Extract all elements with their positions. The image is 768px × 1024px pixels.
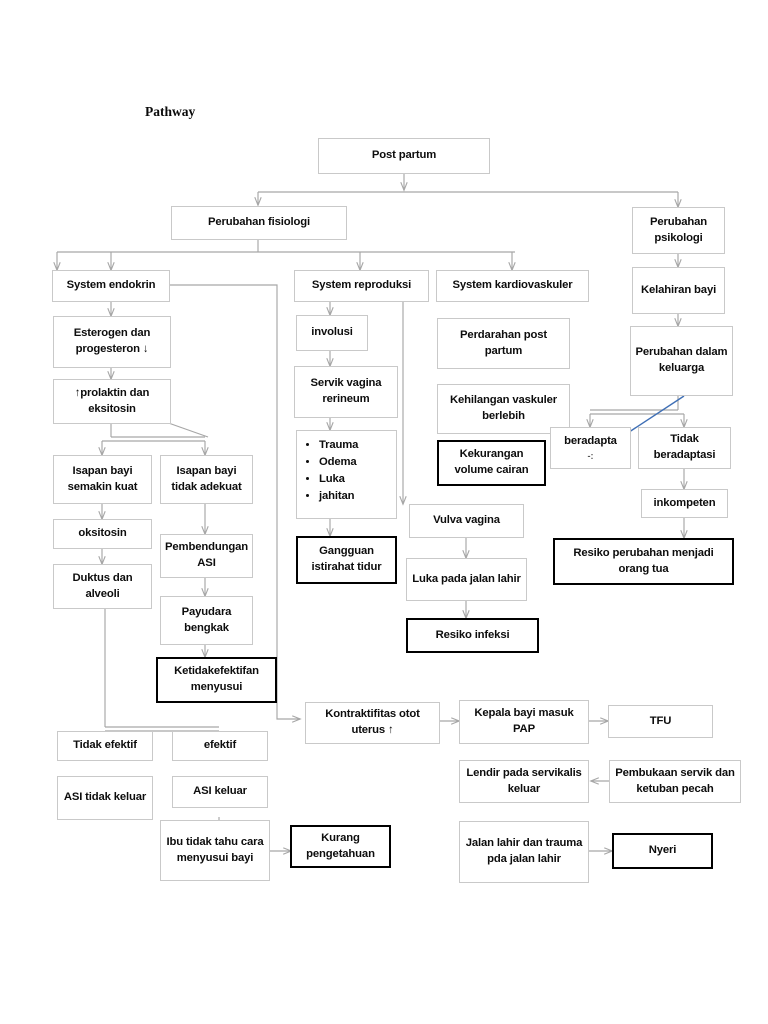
node-tidak-efektif[interactable]: Tidak efektif <box>57 731 153 761</box>
node-lendir-pada-servikalis-keluar[interactable]: Lendir pada servikalis keluar <box>459 760 589 803</box>
node-nyeri[interactable]: Nyeri <box>612 833 713 869</box>
node-payudara-bengkak[interactable]: Payudara bengkak <box>160 596 253 645</box>
node-kelahiran-bayi[interactable]: Kelahiran bayi <box>632 267 725 314</box>
page-title: Pathway <box>145 104 196 119</box>
node-trauma-odema-luka-jahitan[interactable]: Trauma Odema Luka jahitan <box>296 430 397 519</box>
node-pembukaan-servik-ketuban-pecah[interactable]: Pembukaan servik dan ketuban pecah <box>609 760 741 803</box>
node-involusi[interactable]: involusi <box>296 315 368 351</box>
node-vulva-vagina[interactable]: Vulva vagina <box>409 504 524 538</box>
list-item: jahitan <box>319 488 392 505</box>
node-kehilangan-vaskuler[interactable]: Kehilangan vaskuler berlebih <box>437 384 570 434</box>
node-beradaptasi-sublabel: -: <box>587 450 594 461</box>
node-inkompeten[interactable]: inkompeten <box>641 489 728 518</box>
node-isapan-bayi-tidak-adekuat[interactable]: Isapan bayi tidak adekuat <box>160 455 253 504</box>
node-perdarahan-post-partum[interactable]: Perdarahan post partum <box>437 318 570 369</box>
bullet-list: Trauma Odema Luka jahitan <box>305 437 392 506</box>
node-duktus-dan-alveoli[interactable]: Duktus dan alveoli <box>53 564 152 609</box>
list-item: Luka <box>319 471 392 488</box>
node-system-endokrin[interactable]: System endokrin <box>52 270 170 302</box>
node-asi-keluar[interactable]: ASI keluar <box>172 776 268 808</box>
node-jalan-lahir-trauma[interactable]: Jalan lahir dan trauma pda jalan lahir <box>459 821 589 883</box>
node-system-reproduksi[interactable]: System reproduksi <box>294 270 429 302</box>
node-resiko-perubahan-orang-tua[interactable]: Resiko perubahan menjadi orang tua <box>553 538 734 585</box>
node-tfu[interactable]: TFU <box>608 705 713 738</box>
node-system-kardiovaskuler[interactable]: System kardiovaskuler <box>436 270 589 302</box>
node-beradaptasi-label: beradapta <box>564 435 617 447</box>
node-servik-vagina-rerineum[interactable]: Servik vagina rerineum <box>294 366 398 418</box>
node-isapan-bayi-semakin-kuat[interactable]: Isapan bayi semakin kuat <box>53 455 152 504</box>
node-ibu-tidak-tahu-cara-menyusui[interactable]: Ibu tidak tahu cara menyusui bayi <box>160 820 270 881</box>
node-tidak-beradaptasi[interactable]: Tidak beradaptasi <box>638 427 731 469</box>
node-kurang-pengetahuan[interactable]: Kurang pengetahuan <box>290 825 391 868</box>
node-perubahan-dalam-keluarga[interactable]: Perubahan dalam keluarga <box>630 326 733 396</box>
node-post-partum[interactable]: Post partum <box>318 138 490 174</box>
node-prolaktin-eksitosin[interactable]: ↑prolaktin dan eksitosin <box>53 379 171 424</box>
node-gangguan-istirahat-tidur[interactable]: Gangguan istirahat tidur <box>296 536 397 584</box>
node-kekurangan-volume-cairan[interactable]: Kekurangan volume cairan <box>437 440 546 486</box>
node-resiko-infeksi[interactable]: Resiko infeksi <box>406 618 539 653</box>
node-ketidakefektifan-menyusui[interactable]: Ketidakefektifan menyusui <box>156 657 277 703</box>
node-asi-tidak-keluar[interactable]: ASI tidak keluar <box>57 776 153 820</box>
node-perubahan-psikologi[interactable]: Perubahan psikologi <box>632 207 725 254</box>
node-oksitosin[interactable]: oksitosin <box>53 519 152 549</box>
node-esterogen-progesteron[interactable]: Esterogen dan progesteron ↓ <box>53 316 171 368</box>
node-kontraktifitas-otot-uterus[interactable]: Kontraktifitas otot uterus ↑ <box>305 702 440 744</box>
node-luka-pada-jalan-lahir[interactable]: Luka pada jalan lahir <box>406 558 527 601</box>
node-kepala-bayi-masuk-pap[interactable]: Kepala bayi masuk PAP <box>459 700 589 744</box>
node-beradaptasi[interactable]: beradapta -: <box>550 427 631 469</box>
node-efektif[interactable]: efektif <box>172 731 268 761</box>
node-perubahan-fisiologi[interactable]: Perubahan fisiologi <box>171 206 347 240</box>
list-item: Odema <box>319 454 392 471</box>
list-item: Trauma <box>319 437 392 454</box>
node-pembendungan-asi[interactable]: Pembendungan ASI <box>160 534 253 578</box>
